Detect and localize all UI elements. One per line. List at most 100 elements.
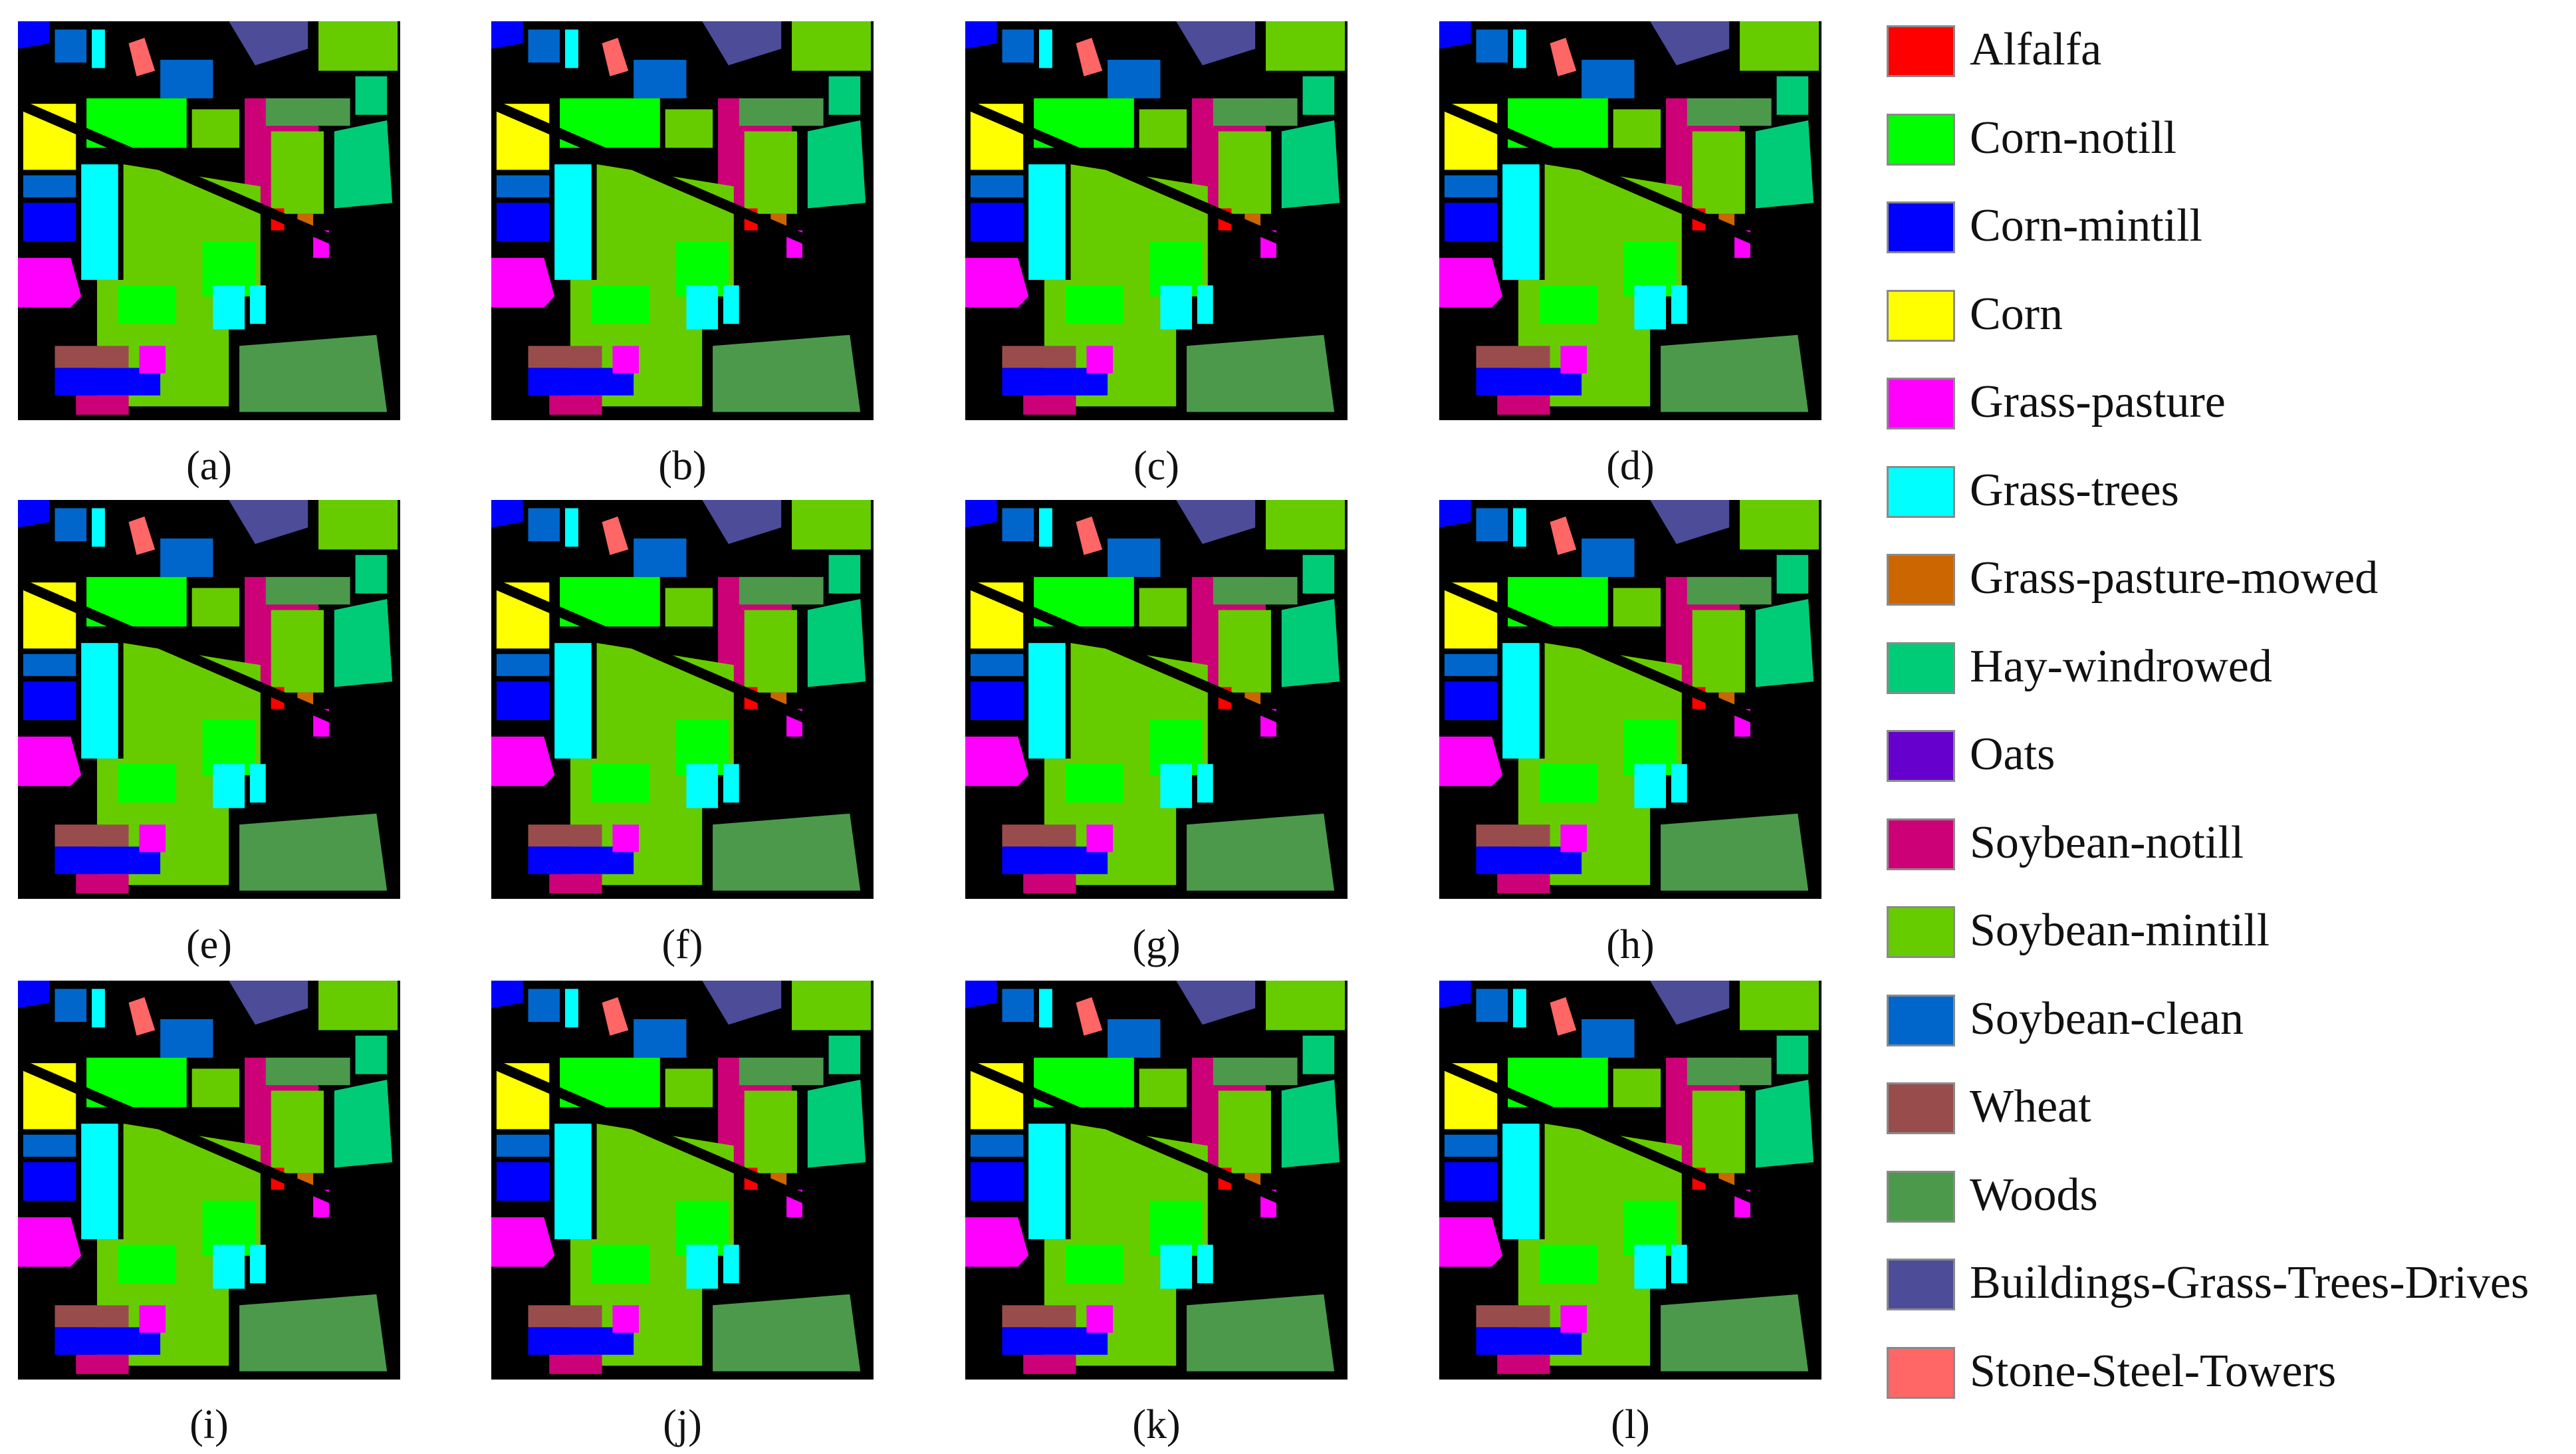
- legend-label: Grass-pasture: [1970, 376, 2226, 427]
- map-field: [965, 500, 997, 528]
- map-field: [81, 643, 118, 759]
- map-field: [1065, 285, 1123, 324]
- map-field: [1065, 1245, 1123, 1284]
- map-field: [1086, 824, 1113, 852]
- map-field: [1176, 500, 1256, 545]
- map-field: [565, 989, 578, 1028]
- map-field: [1044, 643, 1208, 886]
- map-field: [570, 1124, 734, 1366]
- map-field: [496, 175, 550, 197]
- map-field: [1218, 1090, 1271, 1173]
- map-field: [1518, 643, 1682, 886]
- map-field: [549, 1354, 602, 1374]
- map-field: [1187, 1294, 1335, 1372]
- map-field: [713, 334, 861, 412]
- map-field: [591, 285, 649, 324]
- map-field: [1502, 164, 1540, 280]
- map-field: [1755, 598, 1814, 687]
- map-field: [496, 1134, 550, 1157]
- map-field: [565, 508, 578, 547]
- map-field: [1560, 1305, 1587, 1333]
- map-field: [18, 257, 82, 308]
- classification-map: [491, 21, 874, 420]
- map-field: [229, 21, 308, 66]
- legend-label: Soybean-clean: [1970, 993, 2244, 1044]
- classification-map-panel: [1439, 21, 1821, 420]
- map-field: [1476, 29, 1508, 63]
- map-field: [491, 257, 555, 308]
- map-field: [1281, 120, 1340, 209]
- map-field: [1197, 1245, 1213, 1284]
- map-field: [792, 21, 872, 71]
- map-field: [1623, 720, 1677, 775]
- map-field: [55, 989, 87, 1023]
- map-field: [713, 813, 861, 891]
- map-field: [1687, 1057, 1772, 1086]
- map-field: [970, 654, 1024, 676]
- map-field: [1560, 824, 1587, 852]
- panel-caption: (h): [1606, 922, 1655, 967]
- map-field: [528, 346, 602, 368]
- map-field: [1613, 1068, 1661, 1108]
- map-field: [55, 824, 129, 847]
- map-field: [570, 643, 734, 886]
- map-field: [491, 500, 523, 528]
- map-field: [702, 981, 782, 1025]
- map-field: [1623, 241, 1677, 297]
- legend-swatch: [1887, 113, 1955, 166]
- legend-label: Grass-trees: [1970, 464, 2179, 516]
- map-field: [1213, 98, 1298, 126]
- map-field: [1661, 334, 1809, 412]
- classification-map: [1439, 500, 1821, 899]
- map-field: [807, 120, 866, 209]
- map-field: [1740, 500, 1819, 550]
- map-field: [1650, 500, 1730, 545]
- panel-caption: (i): [189, 1402, 229, 1447]
- map-field: [792, 500, 872, 550]
- map-field: [634, 59, 687, 98]
- map-field: [554, 643, 592, 759]
- map-road: [18, 576, 400, 753]
- classification-map-panel: [1439, 981, 1821, 1380]
- map-field: [570, 164, 734, 407]
- map-field: [702, 21, 782, 66]
- map-field: [1439, 736, 1503, 787]
- map-field: [965, 736, 1029, 787]
- map-field: [702, 500, 782, 545]
- classification-map: [1439, 981, 1821, 1380]
- legend-label: Buildings-Grass-Trees-Drives: [1970, 1257, 2529, 1308]
- map-field: [1581, 59, 1635, 98]
- map-field: [1476, 346, 1550, 368]
- map-field: [792, 981, 872, 1030]
- map-field: [1197, 285, 1213, 324]
- map-field: [965, 1217, 1029, 1267]
- legend-swatch: [1887, 906, 1955, 958]
- map-field: [1692, 610, 1745, 693]
- map-field: [1023, 1354, 1076, 1374]
- map-field: [1444, 175, 1498, 197]
- map-field: [1776, 554, 1809, 594]
- map-road: [491, 1057, 874, 1234]
- legend-swatch: [1887, 642, 1955, 694]
- map-field: [18, 500, 50, 528]
- map-field: [491, 981, 523, 1009]
- map-field: [1661, 1294, 1809, 1372]
- map-field: [1687, 576, 1772, 605]
- map-field: [213, 764, 245, 808]
- legend-label: Grass-pasture-mowed: [1970, 552, 2379, 604]
- classification-map-panel: [18, 500, 400, 899]
- map-field: [1266, 21, 1346, 71]
- map-field: [1444, 654, 1498, 676]
- panel-caption: (a): [186, 443, 232, 489]
- map-field: [1139, 109, 1187, 148]
- classification-map: [491, 500, 874, 899]
- map-field: [591, 764, 649, 803]
- map-field: [549, 395, 602, 415]
- map-field: [554, 164, 592, 280]
- map-field: [191, 109, 240, 148]
- map-field: [1671, 1245, 1687, 1284]
- map-field: [1266, 981, 1346, 1030]
- map-field: [665, 588, 713, 627]
- map-field: [1187, 334, 1335, 412]
- classification-map-panel: [965, 981, 1347, 1380]
